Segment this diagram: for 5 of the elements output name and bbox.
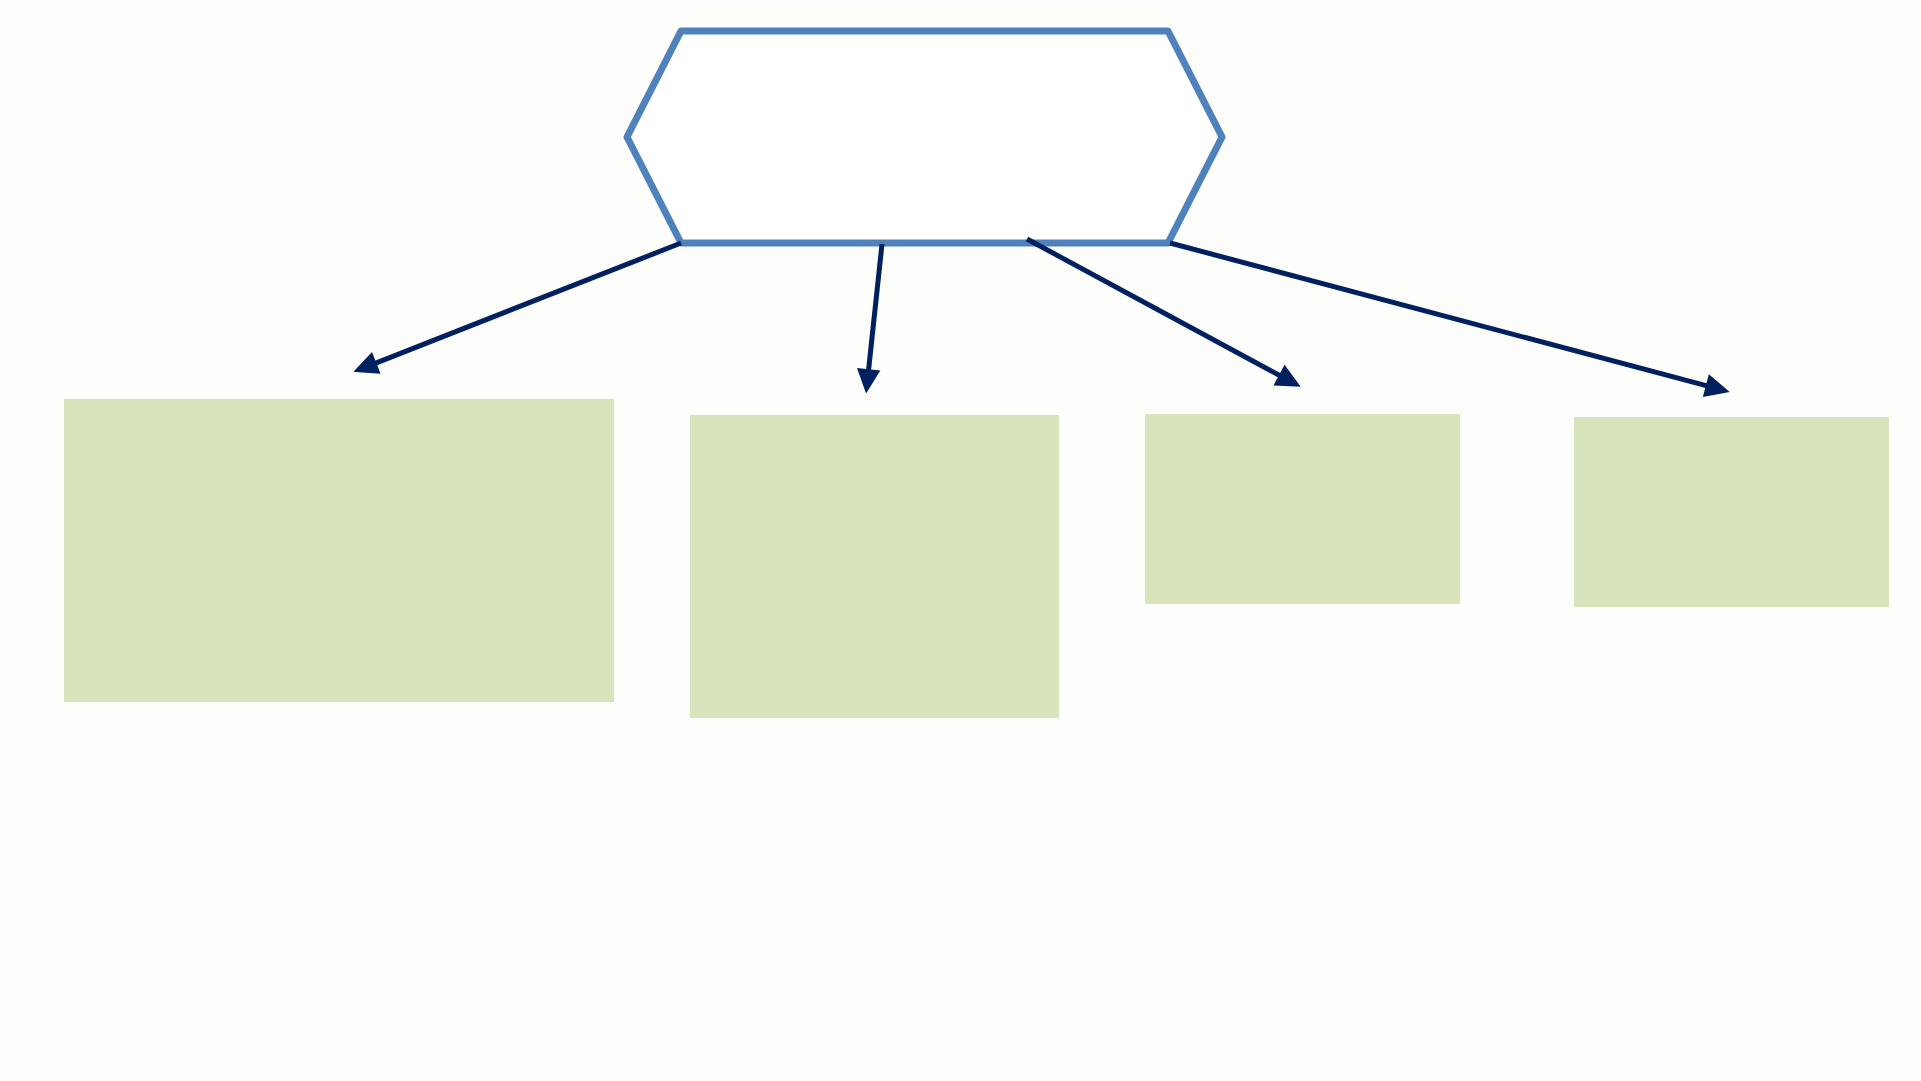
empty-box bbox=[1574, 417, 1890, 607]
hexagon-shape bbox=[623, 27, 1226, 247]
empty-box bbox=[690, 415, 1059, 718]
empty-box bbox=[64, 399, 614, 702]
empty-box bbox=[1145, 414, 1460, 604]
